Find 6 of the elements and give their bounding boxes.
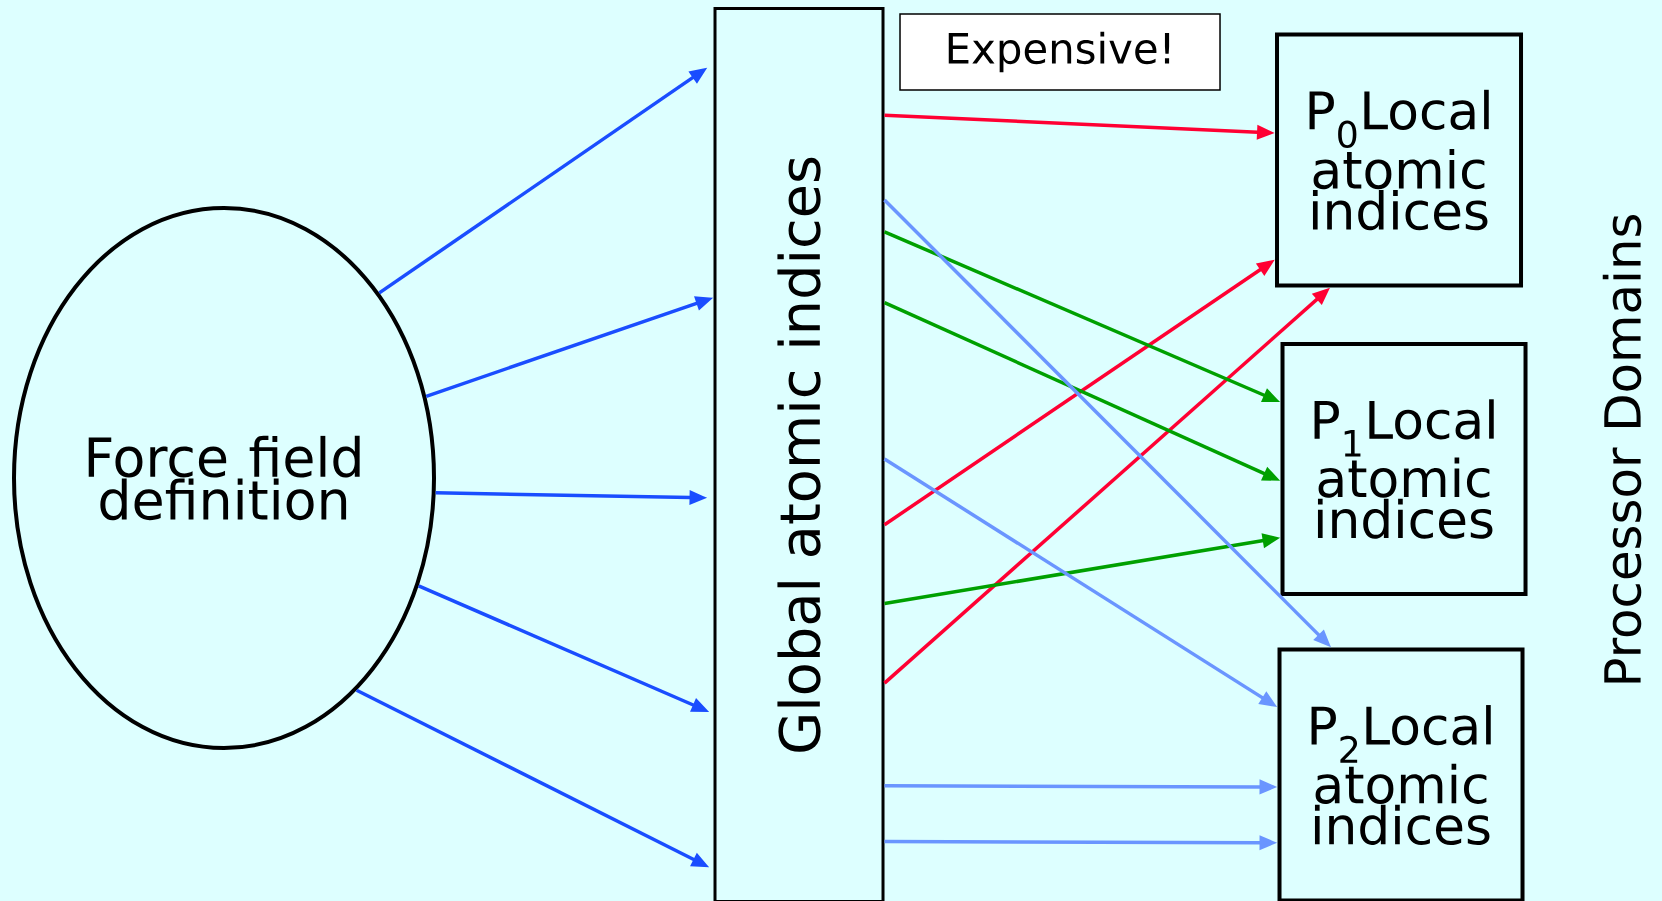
note-box: Expensive! [899, 13, 1221, 91]
index-box: Global atomic indices [713, 7, 885, 901]
axis-title: Processor Domains [1602, 214, 1642, 683]
domain-box: P$_{1}$Local atomic indices [1280, 342, 1528, 596]
domain-box: P$_{0}$Local atomic indices [1275, 32, 1523, 288]
domain-box: P$_{2}$Local atomic indices [1277, 647, 1525, 901]
